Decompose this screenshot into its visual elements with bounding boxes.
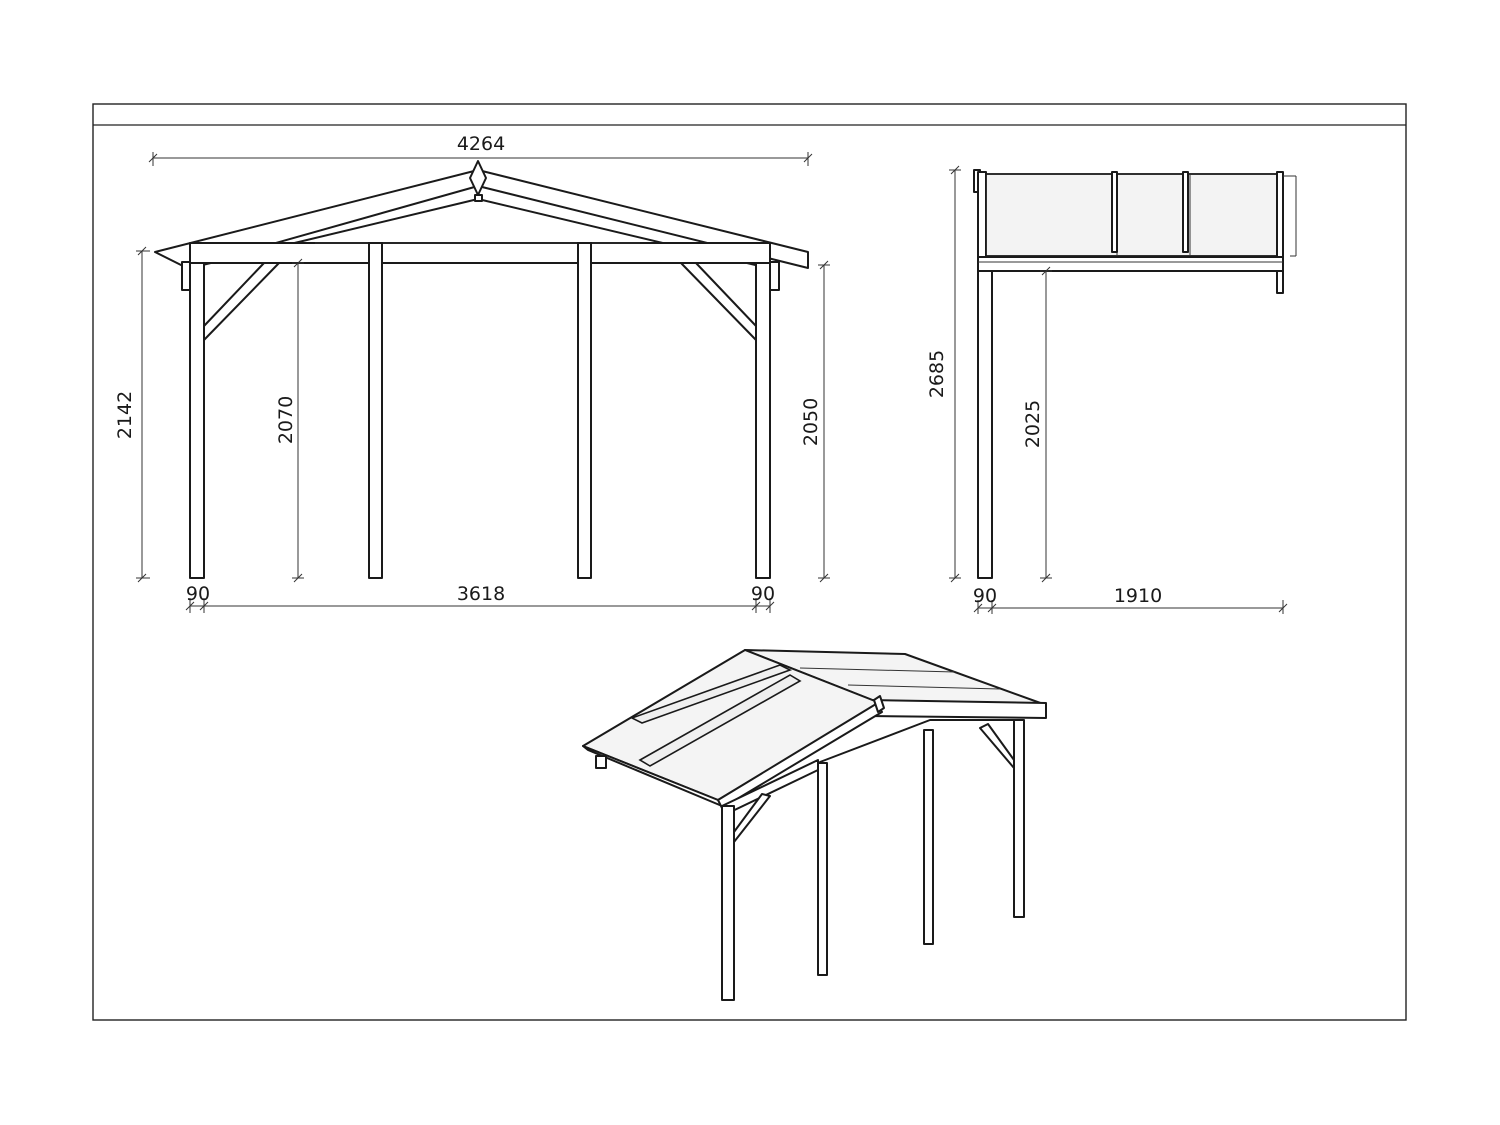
iso-post-front [721, 805, 735, 1001]
post-mid-left [368, 242, 383, 579]
dim-clear-height: 2025 [1022, 400, 1044, 448]
iso-post-back-stub [595, 755, 607, 769]
dim-post-left: 90 [186, 583, 210, 605]
dim-right-height: 2050 [800, 398, 822, 446]
dim-left-height: 2142 [114, 391, 136, 439]
iso-post-rear-mid [923, 729, 934, 945]
top-beam [189, 242, 771, 264]
post-mid-right [577, 242, 592, 579]
side-view: 2685 2025 90 1910 [926, 165, 1297, 614]
side-post [977, 270, 993, 579]
dim-span: 3618 [457, 583, 505, 605]
post-right [755, 262, 771, 579]
isometric-view [582, 649, 1047, 1001]
dim-depth: 1910 [1114, 585, 1162, 607]
dim-inner-height: 2070 [275, 396, 297, 444]
front-dimensions [136, 152, 830, 613]
side-roof-panel [985, 173, 1281, 257]
dim-total-height: 2685 [926, 350, 948, 398]
post-left [189, 262, 205, 579]
side-rear-stub [1276, 270, 1284, 294]
iso-brace-rear [979, 723, 1015, 769]
front-view: 4264 2142 2070 2050 90 3618 90 [114, 133, 830, 613]
iso-brace-front [733, 793, 771, 843]
brace-left [203, 262, 280, 341]
ridge-cap [469, 160, 487, 196]
iso-post-rear-left [817, 762, 828, 976]
dim-post-right: 90 [751, 583, 775, 605]
brace-right [680, 262, 757, 341]
dim-total-width: 4264 [457, 133, 505, 155]
sheet-frame [92, 103, 1407, 1021]
dim-side-post: 90 [973, 585, 997, 607]
side-dimensions [949, 165, 1288, 614]
iso-post-rear-right [1013, 719, 1025, 918]
side-beam [977, 256, 1284, 272]
